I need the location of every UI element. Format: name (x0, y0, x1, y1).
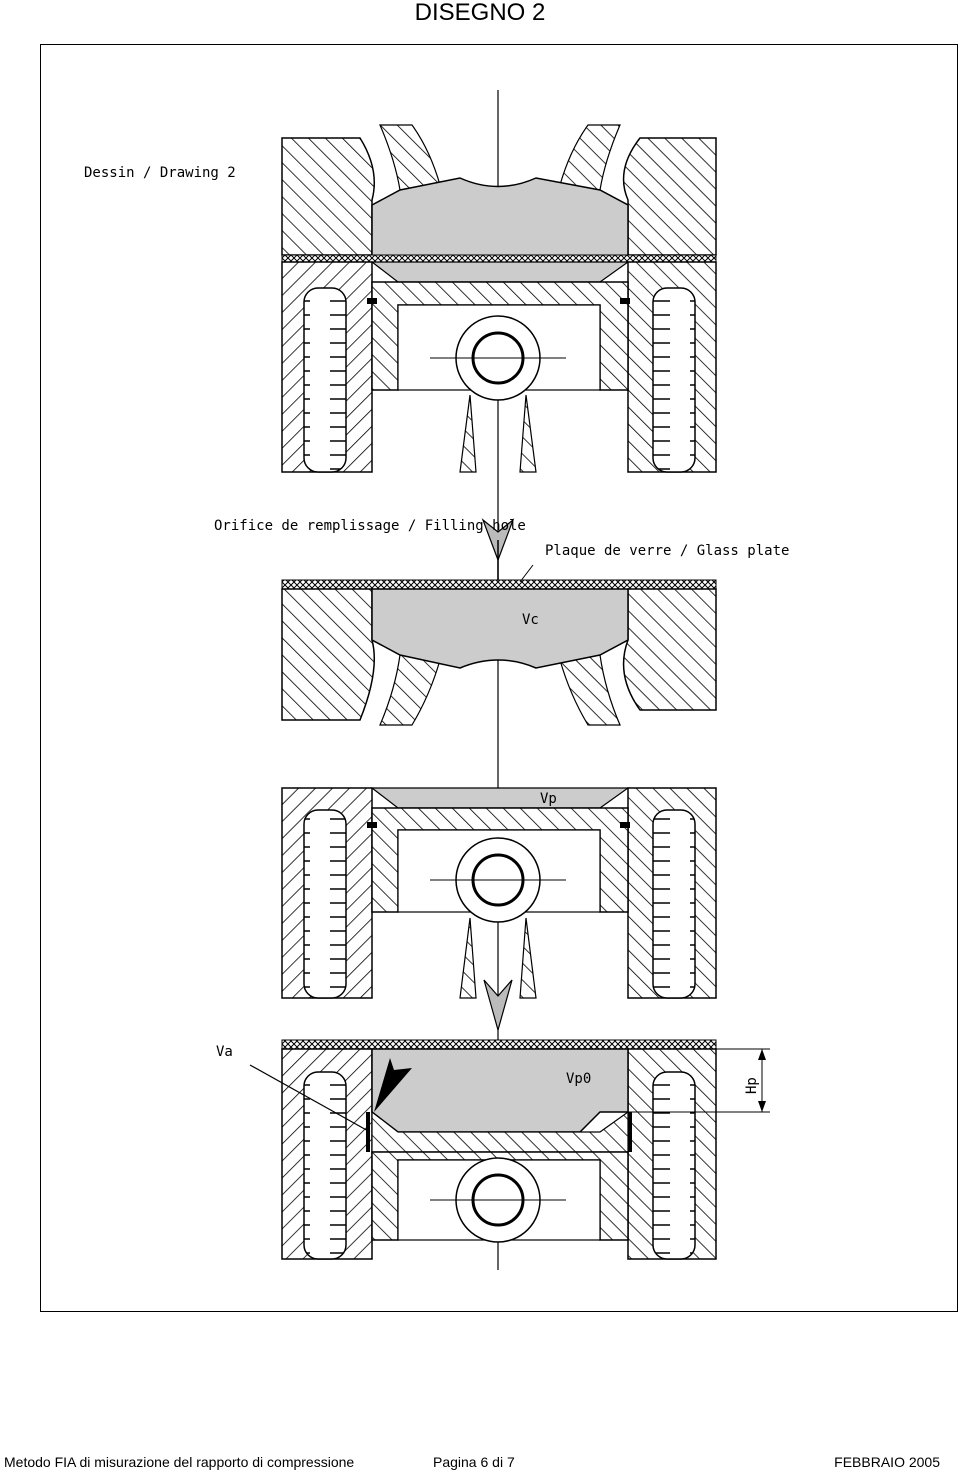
combustion-chamber (371, 177, 629, 259)
page-title: DISEGNO 2 (414, 0, 546, 26)
drawing-frame (40, 44, 958, 1312)
label-glass-plate: Plaque de verre / Glass plate (545, 543, 789, 559)
ring-right (620, 298, 630, 304)
valve-port-right (559, 124, 621, 191)
vp0-volume (371, 1048, 629, 1133)
footer-date: FEBBRAIO 2005 (834, 1454, 940, 1470)
middle-assembly: Vc (281, 518, 717, 726)
fill-arrow-bottom (483, 979, 513, 1033)
label-vp: Vp (540, 791, 557, 807)
head-gasket (281, 254, 717, 263)
label-filling-hole: Orifice de remplissage / Filling hole (214, 518, 526, 534)
head-right (622, 137, 717, 256)
valve-port-left (379, 124, 441, 191)
inv-head-right (622, 588, 717, 711)
vp-volume (370, 787, 630, 809)
inv-head-left (281, 588, 376, 721)
piston-crown (370, 261, 630, 283)
head-left (281, 137, 375, 256)
ring-left (367, 298, 377, 304)
coolant-right (652, 287, 696, 473)
vp0-assembly: Va Vp0 Hp (216, 979, 770, 1260)
label-vc: Vc (522, 612, 539, 628)
coolant-left (303, 287, 347, 473)
footer-page: Pagina 6 di 7 (433, 1454, 515, 1470)
vp-assembly: Vp (281, 787, 717, 999)
va-arrow (374, 1058, 412, 1112)
drawing-title: Dessin / Drawing 2 (84, 165, 236, 181)
vc-volume (371, 588, 629, 669)
label-vp0: Vp0 (566, 1071, 591, 1087)
glass-plate (281, 579, 717, 590)
conrod (459, 394, 537, 473)
label-hp: Hp (744, 1077, 760, 1094)
footer-method: Metodo FIA di misurazione del rapporto d… (4, 1454, 355, 1470)
label-va: Va (216, 1044, 233, 1060)
top-assembly (281, 124, 717, 473)
